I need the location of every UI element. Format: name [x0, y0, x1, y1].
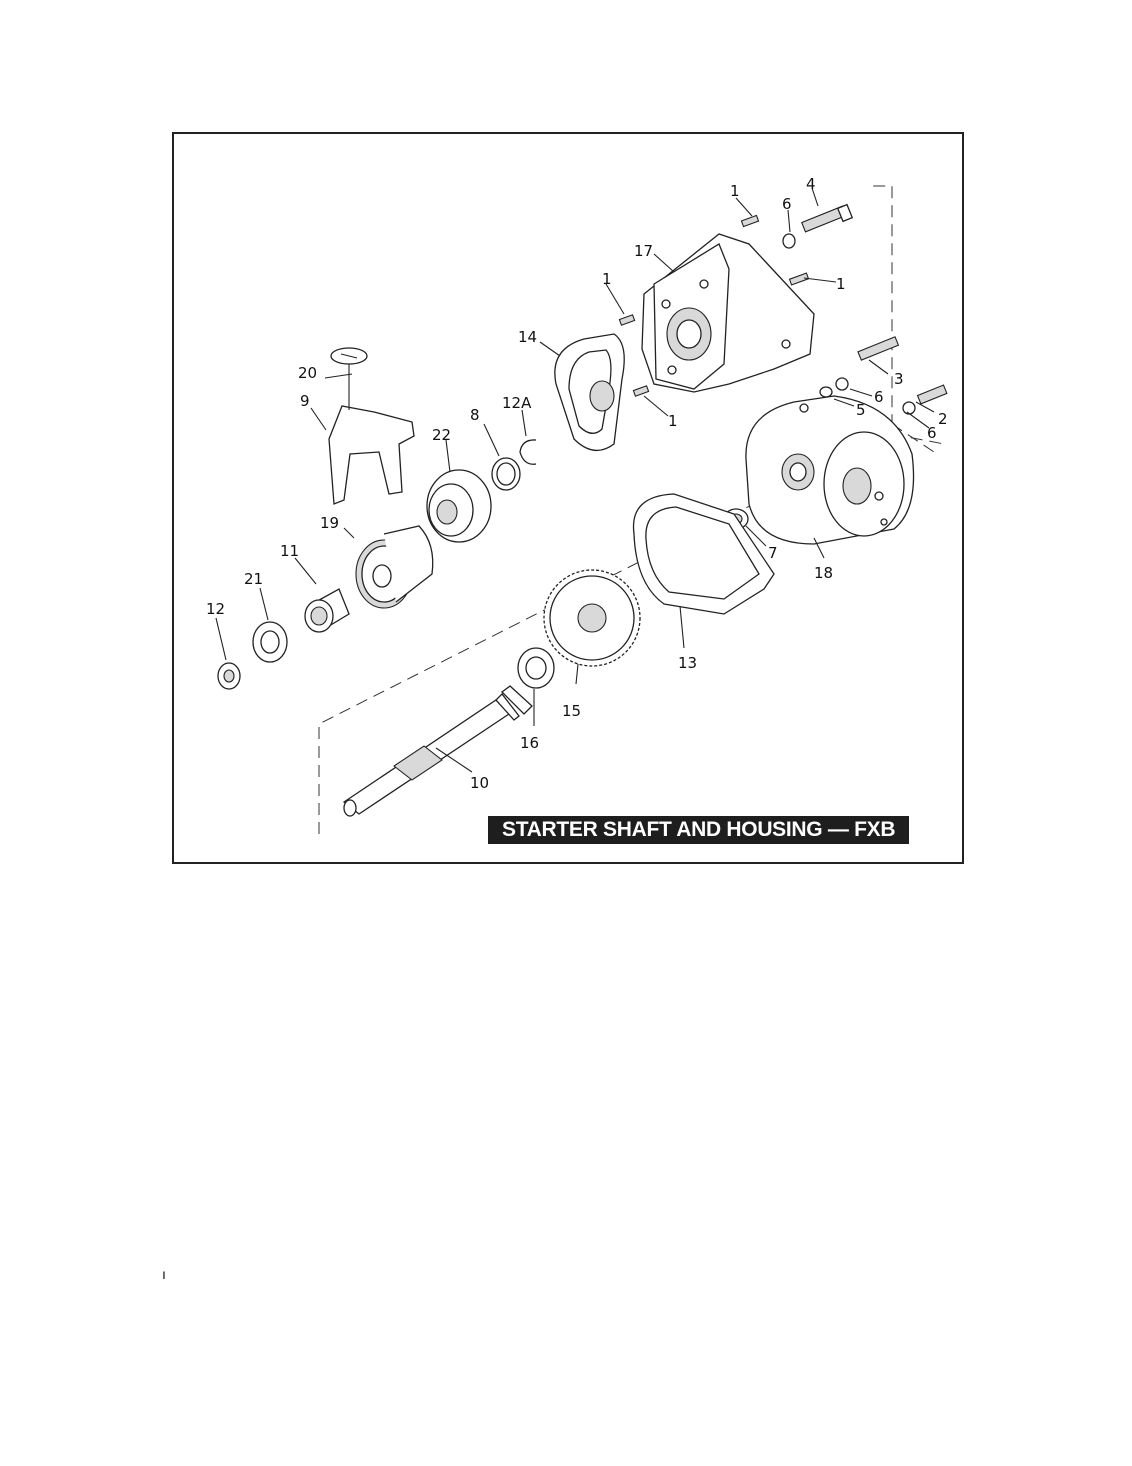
callout-16: 16: [520, 734, 539, 752]
callout-6: 6: [927, 424, 937, 442]
pinion-washer: [252, 621, 288, 663]
starter-housing: [641, 233, 815, 393]
callout-5: 5: [856, 401, 866, 419]
spacer-ring: [491, 457, 521, 491]
callout-3: 3: [894, 370, 904, 388]
callout-14: 14: [518, 328, 537, 346]
callout-8: 8: [470, 406, 480, 424]
dowel-pins: [618, 214, 810, 397]
shaft-bearing: [517, 647, 555, 689]
callout-2: 2: [938, 410, 948, 428]
assembly-outline-tick-2: [891, 423, 935, 453]
callout-1: 1: [668, 412, 678, 430]
callout-12: 12: [206, 600, 225, 618]
pinion-bushing: [304, 588, 350, 633]
callout-19: 19: [320, 514, 339, 532]
page-margin-mark: ı: [162, 1266, 166, 1282]
clutch-gear: [543, 569, 641, 667]
clutch-spacer: [426, 469, 492, 543]
cover-gasket: [632, 493, 775, 615]
callout-7: 7: [768, 544, 778, 562]
callout-21: 21: [244, 570, 263, 588]
callout-4: 4: [806, 175, 816, 193]
figure-title-banner: STARTER SHAFT AND HOUSING — FXB: [488, 816, 910, 844]
exploded-diagram-frame: 1 1 1 1 2 3 4 5 6 6 6 7 8 9 10 11 12 12A…: [172, 132, 964, 864]
housing-gasket: [554, 333, 625, 451]
exploded-diagram: 1 1 1 1 2 3 4 5 6 6 6 7 8 9 10 11 12 12A…: [206, 175, 948, 834]
callout-6: 6: [782, 195, 792, 213]
callout-9: 9: [300, 392, 310, 410]
starter-shaft: [342, 685, 533, 817]
callout-11: 11: [280, 542, 299, 560]
callout-18: 18: [814, 564, 833, 582]
callout-6: 6: [874, 388, 884, 406]
callout-15: 15: [562, 702, 581, 720]
callout-12a: 12A: [502, 394, 532, 412]
callout-22: 22: [432, 426, 451, 444]
callout-20: 20: [298, 364, 317, 382]
starter-cover: [745, 395, 915, 545]
callout-1: 1: [836, 275, 846, 293]
screws-and-washers: [782, 203, 948, 415]
callout-1: 1: [602, 270, 612, 288]
leader-lines: [215, 187, 935, 773]
callout-10: 10: [470, 774, 489, 792]
retaining-ring: [519, 439, 537, 465]
callout-17: 17: [634, 242, 653, 260]
shaft-nut: [217, 662, 241, 690]
callout-13: 13: [678, 654, 697, 672]
starter-pinion-gear: [355, 525, 434, 609]
shifter-fork: [328, 347, 415, 505]
callout-1: 1: [730, 182, 740, 200]
